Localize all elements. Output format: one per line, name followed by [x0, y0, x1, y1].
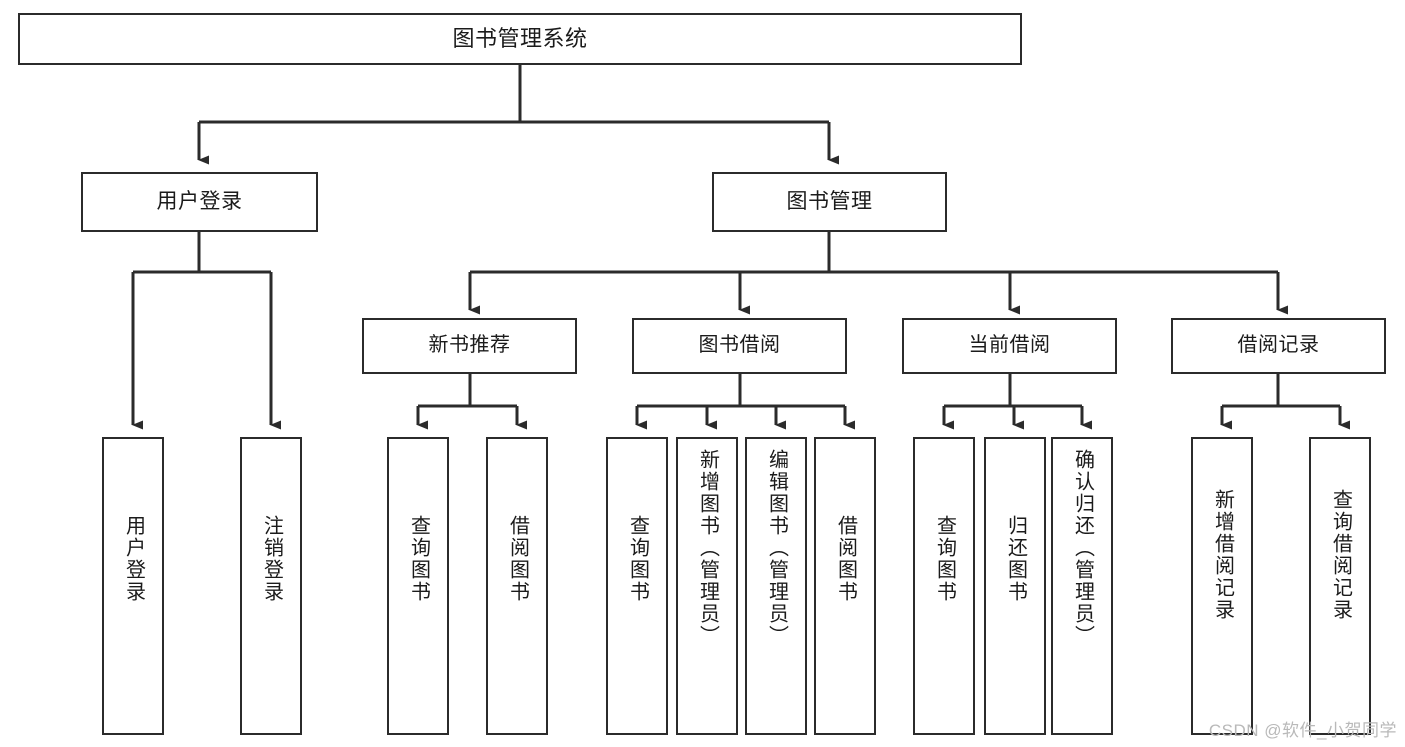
node-leaf-borrow-book-2[interactable]: 借阅图书: [814, 437, 876, 735]
node-root[interactable]: 图书管理系统: [18, 13, 1022, 65]
node-current-borrow-label: 当前借阅: [968, 334, 1051, 357]
node-new-book-recommend-label: 新书推荐: [428, 334, 511, 357]
node-leaf-user-login-label: 用户登录: [122, 515, 145, 603]
node-leaf-user-login[interactable]: 用户登录: [102, 437, 164, 735]
node-leaf-return-book-label: 归还图书: [1004, 515, 1027, 603]
node-book-borrow[interactable]: 图书借阅: [632, 318, 847, 374]
node-leaf-return-book[interactable]: 归还图书: [984, 437, 1046, 735]
node-leaf-add-book[interactable]: 新增图书（管理员）: [676, 437, 738, 735]
node-leaf-query-book-1[interactable]: 查询图书: [387, 437, 449, 735]
node-leaf-query-record-label: 查询借阅记录: [1329, 489, 1352, 621]
node-leaf-add-book-label: 新增图书（管理员）: [696, 449, 719, 647]
node-new-book-recommend[interactable]: 新书推荐: [362, 318, 577, 374]
node-leaf-edit-book-label: 编辑图书（管理员）: [765, 449, 788, 647]
node-leaf-add-record[interactable]: 新增借阅记录: [1191, 437, 1253, 735]
node-leaf-query-book-2-label: 查询图书: [626, 515, 649, 603]
node-book-management[interactable]: 图书管理: [712, 172, 947, 232]
node-leaf-borrow-book-1[interactable]: 借阅图书: [486, 437, 548, 735]
node-leaf-query-book-3[interactable]: 查询图书: [913, 437, 975, 735]
node-leaf-query-book-3-label: 查询图书: [933, 515, 956, 603]
node-leaf-logout-login-label: 注销登录: [260, 515, 283, 603]
node-borrow-record[interactable]: 借阅记录: [1171, 318, 1386, 374]
node-leaf-borrow-book-2-label: 借阅图书: [834, 515, 857, 603]
node-user-login-label: 用户登录: [156, 189, 243, 213]
node-leaf-query-record[interactable]: 查询借阅记录: [1309, 437, 1371, 735]
node-leaf-logout-login[interactable]: 注销登录: [240, 437, 302, 735]
node-borrow-record-label: 借阅记录: [1237, 334, 1320, 357]
node-book-management-label: 图书管理: [786, 189, 873, 213]
node-leaf-add-record-label: 新增借阅记录: [1211, 489, 1234, 621]
node-user-login[interactable]: 用户登录: [81, 172, 318, 232]
node-leaf-confirm-return[interactable]: 确认归还（管理员）: [1051, 437, 1113, 735]
node-leaf-borrow-book-1-label: 借阅图书: [506, 515, 529, 603]
node-leaf-confirm-return-label: 确认归还（管理员）: [1071, 449, 1094, 647]
node-current-borrow[interactable]: 当前借阅: [902, 318, 1117, 374]
node-leaf-query-book-1-label: 查询图书: [407, 515, 430, 603]
node-leaf-query-book-2[interactable]: 查询图书: [606, 437, 668, 735]
node-leaf-edit-book[interactable]: 编辑图书（管理员）: [745, 437, 807, 735]
node-root-label: 图书管理系统: [452, 26, 588, 52]
node-book-borrow-label: 图书借阅: [698, 334, 781, 357]
csdn-watermark: CSDN @软件_小贺同学: [1208, 721, 1397, 740]
